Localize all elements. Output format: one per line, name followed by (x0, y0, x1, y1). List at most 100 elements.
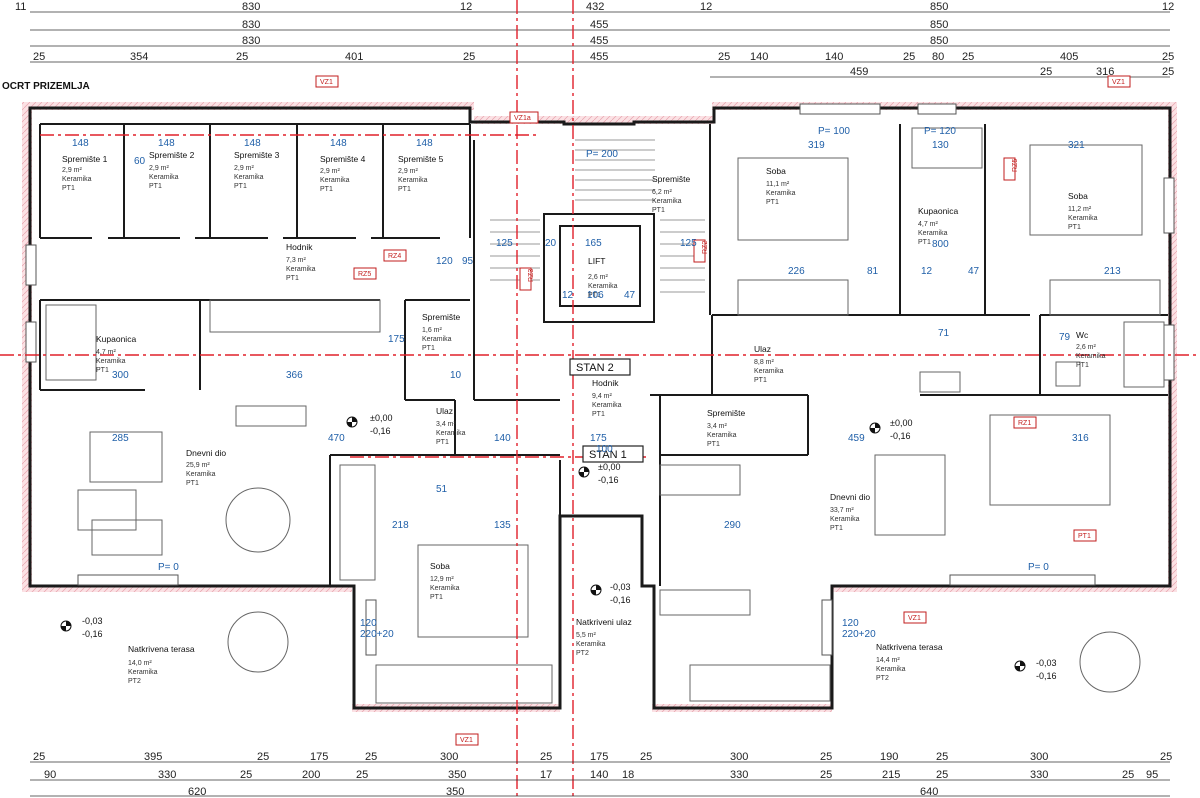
dim-top-2-1: 455 (590, 19, 608, 31)
svg-text:106: 106 (587, 290, 604, 301)
level-marker: ±0,00-0,16 (346, 413, 392, 436)
tag-pt1: PT1 (1073, 529, 1097, 542)
svg-text:2,9 m²: 2,9 m² (62, 167, 83, 174)
svg-text:VZ1: VZ1 (1112, 79, 1125, 86)
svg-text:Keramika: Keramika (1068, 215, 1098, 222)
svg-text:-0,16: -0,16 (610, 595, 631, 605)
dim-bottom-1-13: 300 (1030, 751, 1048, 763)
dim-bottom-1-9: 300 (730, 751, 748, 763)
svg-text:Wc: Wc (1076, 330, 1089, 340)
svg-text:PT1: PT1 (96, 367, 109, 374)
top-dimension-lines (30, 11, 1170, 78)
svg-text:Keramika: Keramika (592, 402, 622, 409)
level-marker: ±0,00-0,16 (869, 418, 912, 441)
svg-text:PT1: PT1 (149, 183, 162, 190)
svg-text:LIFT: LIFT (588, 256, 605, 266)
dim-bottom-1-10: 25 (820, 751, 832, 763)
svg-text:Keramika: Keramika (918, 230, 948, 237)
svg-text:Soba: Soba (1068, 191, 1088, 201)
dim-top-1-5: 850 (930, 1, 948, 13)
svg-text:Ulaz: Ulaz (754, 344, 771, 354)
tag-vz1: VZ1 (1107, 75, 1131, 88)
svg-text:Kupaonica: Kupaonica (96, 334, 136, 344)
svg-text:316: 316 (1072, 433, 1089, 444)
svg-text:VZ1: VZ1 (908, 615, 921, 622)
svg-text:PT1: PT1 (62, 185, 75, 192)
level-marker: -0,03-0,16 (590, 582, 631, 605)
dim-bottom-2-3: 200 (302, 769, 320, 781)
svg-text:Keramika: Keramika (149, 174, 179, 181)
dim-top-3-2: 850 (930, 35, 948, 47)
svg-text:213: 213 (1104, 266, 1121, 277)
dim-top-1-1: 830 (242, 1, 260, 13)
svg-text:PT1: PT1 (588, 292, 601, 299)
dim-bottom-2-12: 25 (936, 769, 948, 781)
svg-text:60: 60 (134, 156, 146, 167)
svg-text:PT1: PT1 (398, 186, 411, 193)
dim-bottom-1-11: 190 (880, 751, 898, 763)
dim-top-4-7: 140 (750, 51, 768, 63)
dim-bottom-1-0: 25 (33, 751, 45, 763)
svg-text:RZ3: RZ3 (528, 269, 535, 282)
svg-text:459: 459 (848, 433, 865, 444)
svg-text:125: 125 (680, 238, 697, 249)
svg-text:148: 148 (72, 138, 89, 149)
dim-top-4-2: 25 (236, 51, 248, 63)
dim-bottom-1-14: 25 (1160, 751, 1172, 763)
dim-top-4-1: 354 (130, 51, 148, 63)
dim-top-5-3: 25 (1162, 66, 1174, 78)
svg-text:226: 226 (788, 266, 805, 277)
svg-text:12: 12 (562, 290, 574, 301)
svg-text:100: 100 (596, 444, 613, 455)
dim-top-4-3: 401 (345, 51, 363, 63)
svg-text:Keramika: Keramika (128, 669, 158, 676)
svg-text:-0,03: -0,03 (82, 616, 103, 626)
svg-text:PT1: PT1 (436, 439, 449, 446)
svg-text:Keramika: Keramika (436, 430, 466, 437)
svg-text:470: 470 (328, 433, 345, 444)
svg-text:PT2: PT2 (876, 675, 889, 682)
dim-bottom-2-9: 330 (730, 769, 748, 781)
dim-top-1-4: 12 (700, 1, 712, 13)
svg-text:2,6 m²: 2,6 m² (588, 274, 609, 281)
dim-bottom-1-7: 175 (590, 751, 608, 763)
svg-text:Keramika: Keramika (398, 177, 428, 184)
tag-rz5: RZ5 (353, 267, 377, 280)
svg-text:12: 12 (921, 266, 933, 277)
svg-text:PT1: PT1 (918, 239, 931, 246)
svg-text:PT1: PT1 (186, 480, 199, 487)
svg-text:135: 135 (494, 520, 511, 531)
dim-top-4-13: 25 (1162, 51, 1174, 63)
svg-text:-0,16: -0,16 (1036, 671, 1057, 681)
svg-text:7,3 m²: 7,3 m² (286, 257, 307, 264)
svg-text:175: 175 (388, 334, 405, 345)
dim-top-4-0: 25 (33, 51, 45, 63)
svg-text:PT1: PT1 (422, 345, 435, 352)
svg-text:148: 148 (416, 138, 433, 149)
dim-top-1-3: 432 (586, 1, 604, 13)
svg-text:20: 20 (545, 238, 557, 249)
svg-text:47: 47 (624, 290, 636, 301)
svg-text:Keramika: Keramika (707, 432, 737, 439)
dim-bottom-2-14: 25 (1122, 769, 1134, 781)
svg-text:175: 175 (590, 433, 607, 444)
dim-top-3-0: 830 (242, 35, 260, 47)
tag-vz1a: VZ1a (509, 111, 539, 124)
level-marker: ±0,00-0,16 (578, 462, 620, 485)
svg-text:RZ5: RZ5 (358, 271, 371, 278)
svg-text:PT1: PT1 (430, 594, 443, 601)
svg-text:Keramika: Keramika (286, 266, 316, 273)
svg-text:Keramika: Keramika (430, 585, 460, 592)
svg-text:Hodnik: Hodnik (592, 378, 619, 388)
svg-text:Keramika: Keramika (422, 336, 452, 343)
svg-text:4,7 m²: 4,7 m² (918, 221, 939, 228)
dim-top-1-0: 11 (15, 1, 26, 13)
windows (25, 103, 1175, 656)
